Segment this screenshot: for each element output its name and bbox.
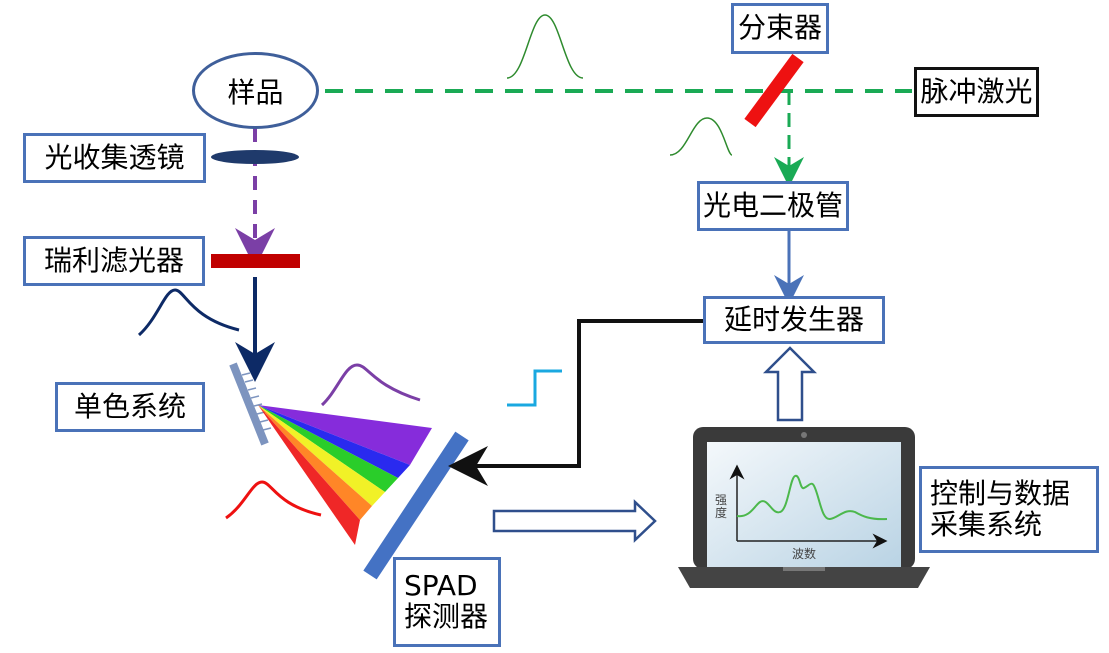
raman-peak-icon	[137, 288, 240, 337]
spad-detector-label: SPAD 探测器	[393, 557, 501, 647]
trigger-path	[448, 319, 705, 486]
rayleigh-filter-icon	[211, 254, 300, 268]
laser-pulse-icon	[506, 14, 584, 79]
laptop-icon	[678, 427, 930, 588]
delay-generator-label: 延时发生器	[703, 296, 885, 344]
reflected-pulse-icon	[669, 117, 733, 156]
pulsed-laser-label: 脉冲激光	[914, 67, 1039, 117]
red-shift-peak-icon	[225, 480, 322, 520]
photodiode-label: 光电二极管	[697, 181, 849, 231]
control-system-label: 控制与数据 采集系统	[919, 466, 1099, 553]
spectrum-line	[736, 474, 888, 521]
screen-chart	[729, 464, 888, 549]
trigger-step-icon	[507, 369, 562, 407]
grating-icon	[229, 362, 272, 446]
rayleigh-filter-label: 瑞利滤光器	[23, 236, 205, 286]
spad-detector-icon	[363, 431, 469, 580]
control-flow-arrow	[762, 346, 818, 422]
monochromator-label: 单色系统	[55, 382, 205, 432]
screen-xlabel: 波数	[792, 547, 817, 561]
collection-lens-label: 光收集透镜	[23, 133, 206, 183]
beam-splitter-label: 分束器	[731, 3, 829, 54]
dispersed-spectrum	[258, 405, 432, 545]
blue-shift-peak-icon	[320, 363, 421, 407]
beam-splitter	[744, 53, 804, 128]
sample-node: 样品	[192, 52, 319, 129]
collection-lens-icon	[211, 150, 299, 164]
data-flow-arrow	[492, 499, 657, 543]
screen-ylabel: 强 度	[715, 493, 728, 521]
